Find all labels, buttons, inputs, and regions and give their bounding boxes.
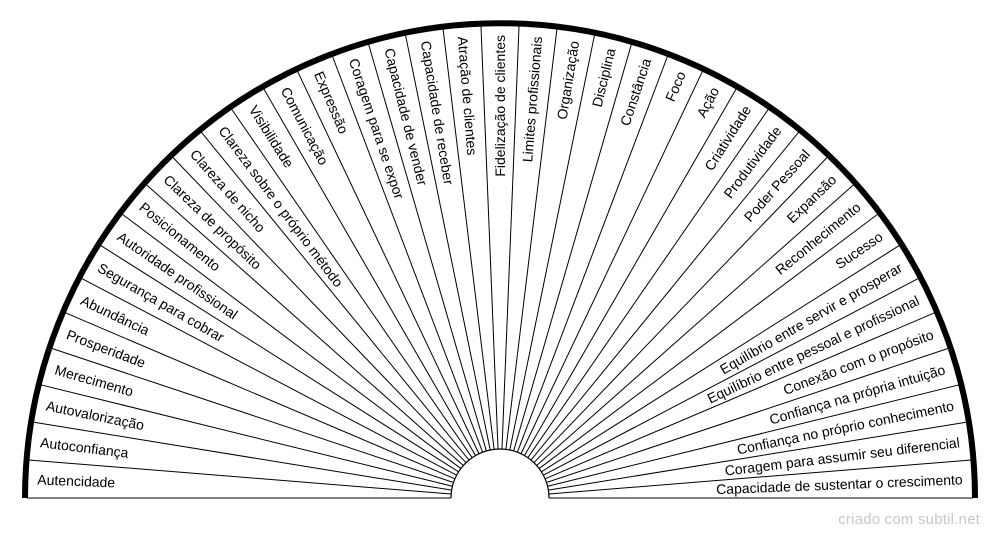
sector-divider [145, 183, 464, 466]
sector-label: Expressão [311, 69, 352, 136]
sector-divider [51, 347, 454, 483]
sector-label: Foco [662, 69, 689, 104]
sector-divider [520, 70, 704, 454]
sector-divider [513, 43, 633, 452]
sector-divider [99, 244, 459, 473]
sector-divider [296, 70, 480, 454]
sector-label: Constância [617, 56, 654, 128]
sector-divider [530, 131, 800, 461]
sector-label: Sucesso [832, 228, 885, 272]
sector-divider [230, 108, 473, 458]
sector-dividers [27, 25, 973, 499]
sector-divider [480, 25, 499, 450]
sector-divider [509, 34, 596, 451]
inner-arc [450, 448, 550, 499]
sector-divider [33, 421, 452, 491]
sector-divider [121, 213, 462, 469]
sector-divider [548, 459, 972, 495]
sector-label: Autoconfiança [39, 434, 129, 461]
sector-divider [40, 384, 453, 487]
sector-divider [544, 312, 936, 480]
sector-divider [538, 213, 879, 469]
sector-label: Fidelização de clientes [492, 35, 508, 177]
outer-arc [22, 20, 978, 499]
sector-divider [527, 108, 770, 458]
sector-divider [28, 459, 452, 495]
sector-label: Limites profissionais [519, 36, 545, 163]
sector-divider [505, 28, 558, 450]
sector-label: Autencidade [37, 471, 116, 490]
sector-label: Organização [554, 40, 583, 121]
sector-labels: Autencidade AutoconfiançaAutovalorizaçãoM… [37, 35, 963, 497]
sector-divider [200, 131, 470, 461]
sector-label: Disciplina [589, 46, 619, 108]
sector-label: Autovalorização [45, 398, 146, 434]
sector-divider [516, 55, 669, 453]
sector-divider [263, 88, 476, 456]
sector-divider [80, 277, 457, 476]
sector-divider [331, 55, 484, 453]
sector-divider [547, 384, 960, 487]
sector-divider [536, 183, 855, 466]
sector-divider [64, 312, 456, 480]
sector-divider [546, 347, 949, 483]
sector-divider [404, 34, 491, 451]
sector-divider [533, 156, 829, 464]
sector-divider [367, 43, 487, 452]
sector-divider [541, 244, 901, 473]
sector-divider [442, 28, 495, 450]
sector-divider [548, 421, 967, 491]
sector-label: Ação [693, 84, 722, 120]
sector-divider [524, 88, 737, 456]
sector-label: Merecimento [53, 362, 135, 400]
sector-divider [171, 156, 467, 464]
sector-divider [501, 25, 520, 450]
sector-label: Atração de clientes [455, 36, 481, 156]
sector-divider [543, 277, 920, 476]
credit-text: criado com subtil.net [838, 511, 980, 528]
